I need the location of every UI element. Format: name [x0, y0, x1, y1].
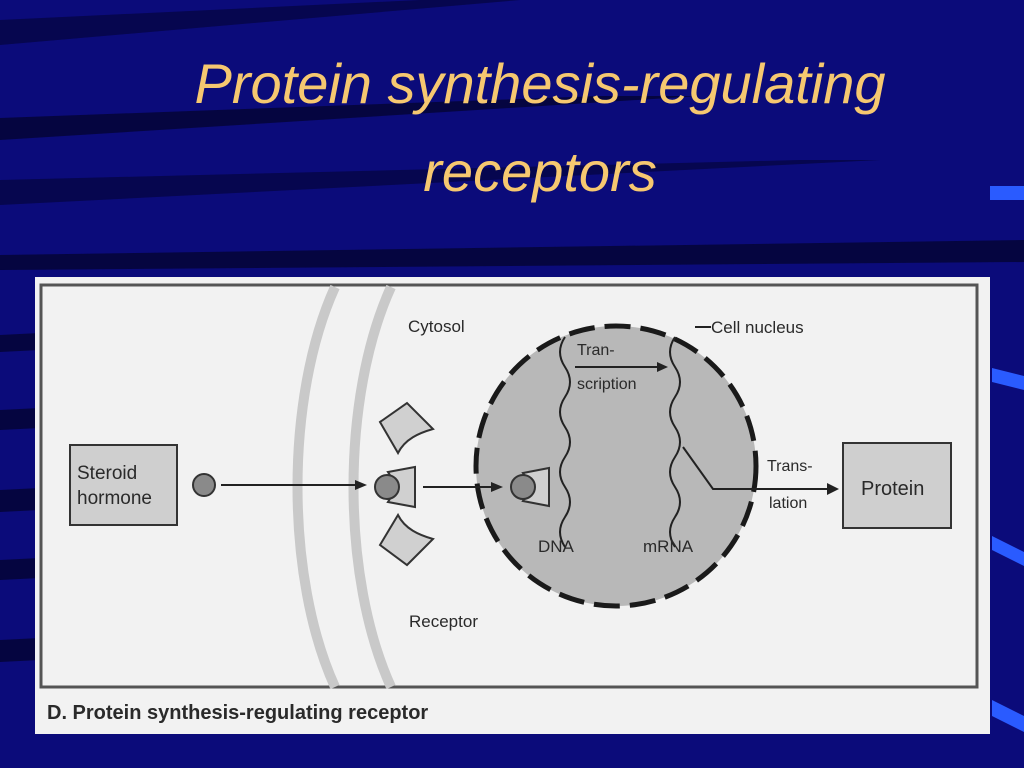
- slide-title-line-2: receptors: [423, 140, 657, 203]
- slide-title: Protein synthesis-regulating receptors: [60, 40, 1020, 216]
- cytosol-label: Cytosol: [408, 317, 465, 336]
- accent-bar-3: [992, 536, 1024, 566]
- protein-box: [842, 442, 952, 529]
- complex-arrowhead: [491, 482, 503, 492]
- cell-membrane-outer: [292, 284, 340, 690]
- translation-arrowhead: [827, 483, 839, 495]
- bound-hormone: [374, 474, 400, 500]
- transcription-label-2: scription: [577, 376, 637, 393]
- figure-frame: [39, 283, 979, 689]
- accent-bar-2: [992, 368, 1024, 390]
- cell-nucleus: [473, 323, 759, 609]
- transcription-label-1: Tran-: [577, 342, 615, 359]
- mrna-strand: [669, 336, 681, 548]
- translation-label-1: Trans-: [767, 458, 813, 475]
- hormone-arrowhead: [355, 480, 367, 490]
- dna-label: DNA: [538, 537, 575, 556]
- steroid-hormone-label-2: hormone: [77, 488, 152, 509]
- receptor-top: [378, 401, 435, 456]
- receptor-bottom: [378, 512, 435, 567]
- accent-bar-4: [992, 700, 1024, 732]
- figure-caption: D. Protein synthesis-regulating receptor: [47, 702, 428, 724]
- transcription-arrowhead: [657, 362, 668, 372]
- slide-title-line-1: Protein synthesis-regulating: [194, 52, 886, 115]
- steroid-hormone-box: [69, 444, 178, 526]
- mrna-label: mRNA: [643, 537, 694, 556]
- protein-label: Protein: [861, 478, 924, 500]
- receptor-figure: Steroid hormone Protein Cytosol Cell nuc…: [35, 277, 990, 734]
- receptor-label: Receptor: [409, 612, 478, 631]
- cell-nucleus-label: Cell nucleus: [711, 318, 804, 337]
- cell-membrane-inner: [348, 284, 396, 690]
- dna-strand: [559, 336, 571, 548]
- nuclear-bound-hormone: [510, 474, 536, 500]
- hormone-molecule: [192, 473, 216, 497]
- translation-label-2: lation: [769, 495, 807, 512]
- translation-arrow: [682, 446, 830, 490]
- accent-bar-1: [990, 186, 1024, 200]
- steroid-hormone-label-1: Steroid: [77, 463, 137, 484]
